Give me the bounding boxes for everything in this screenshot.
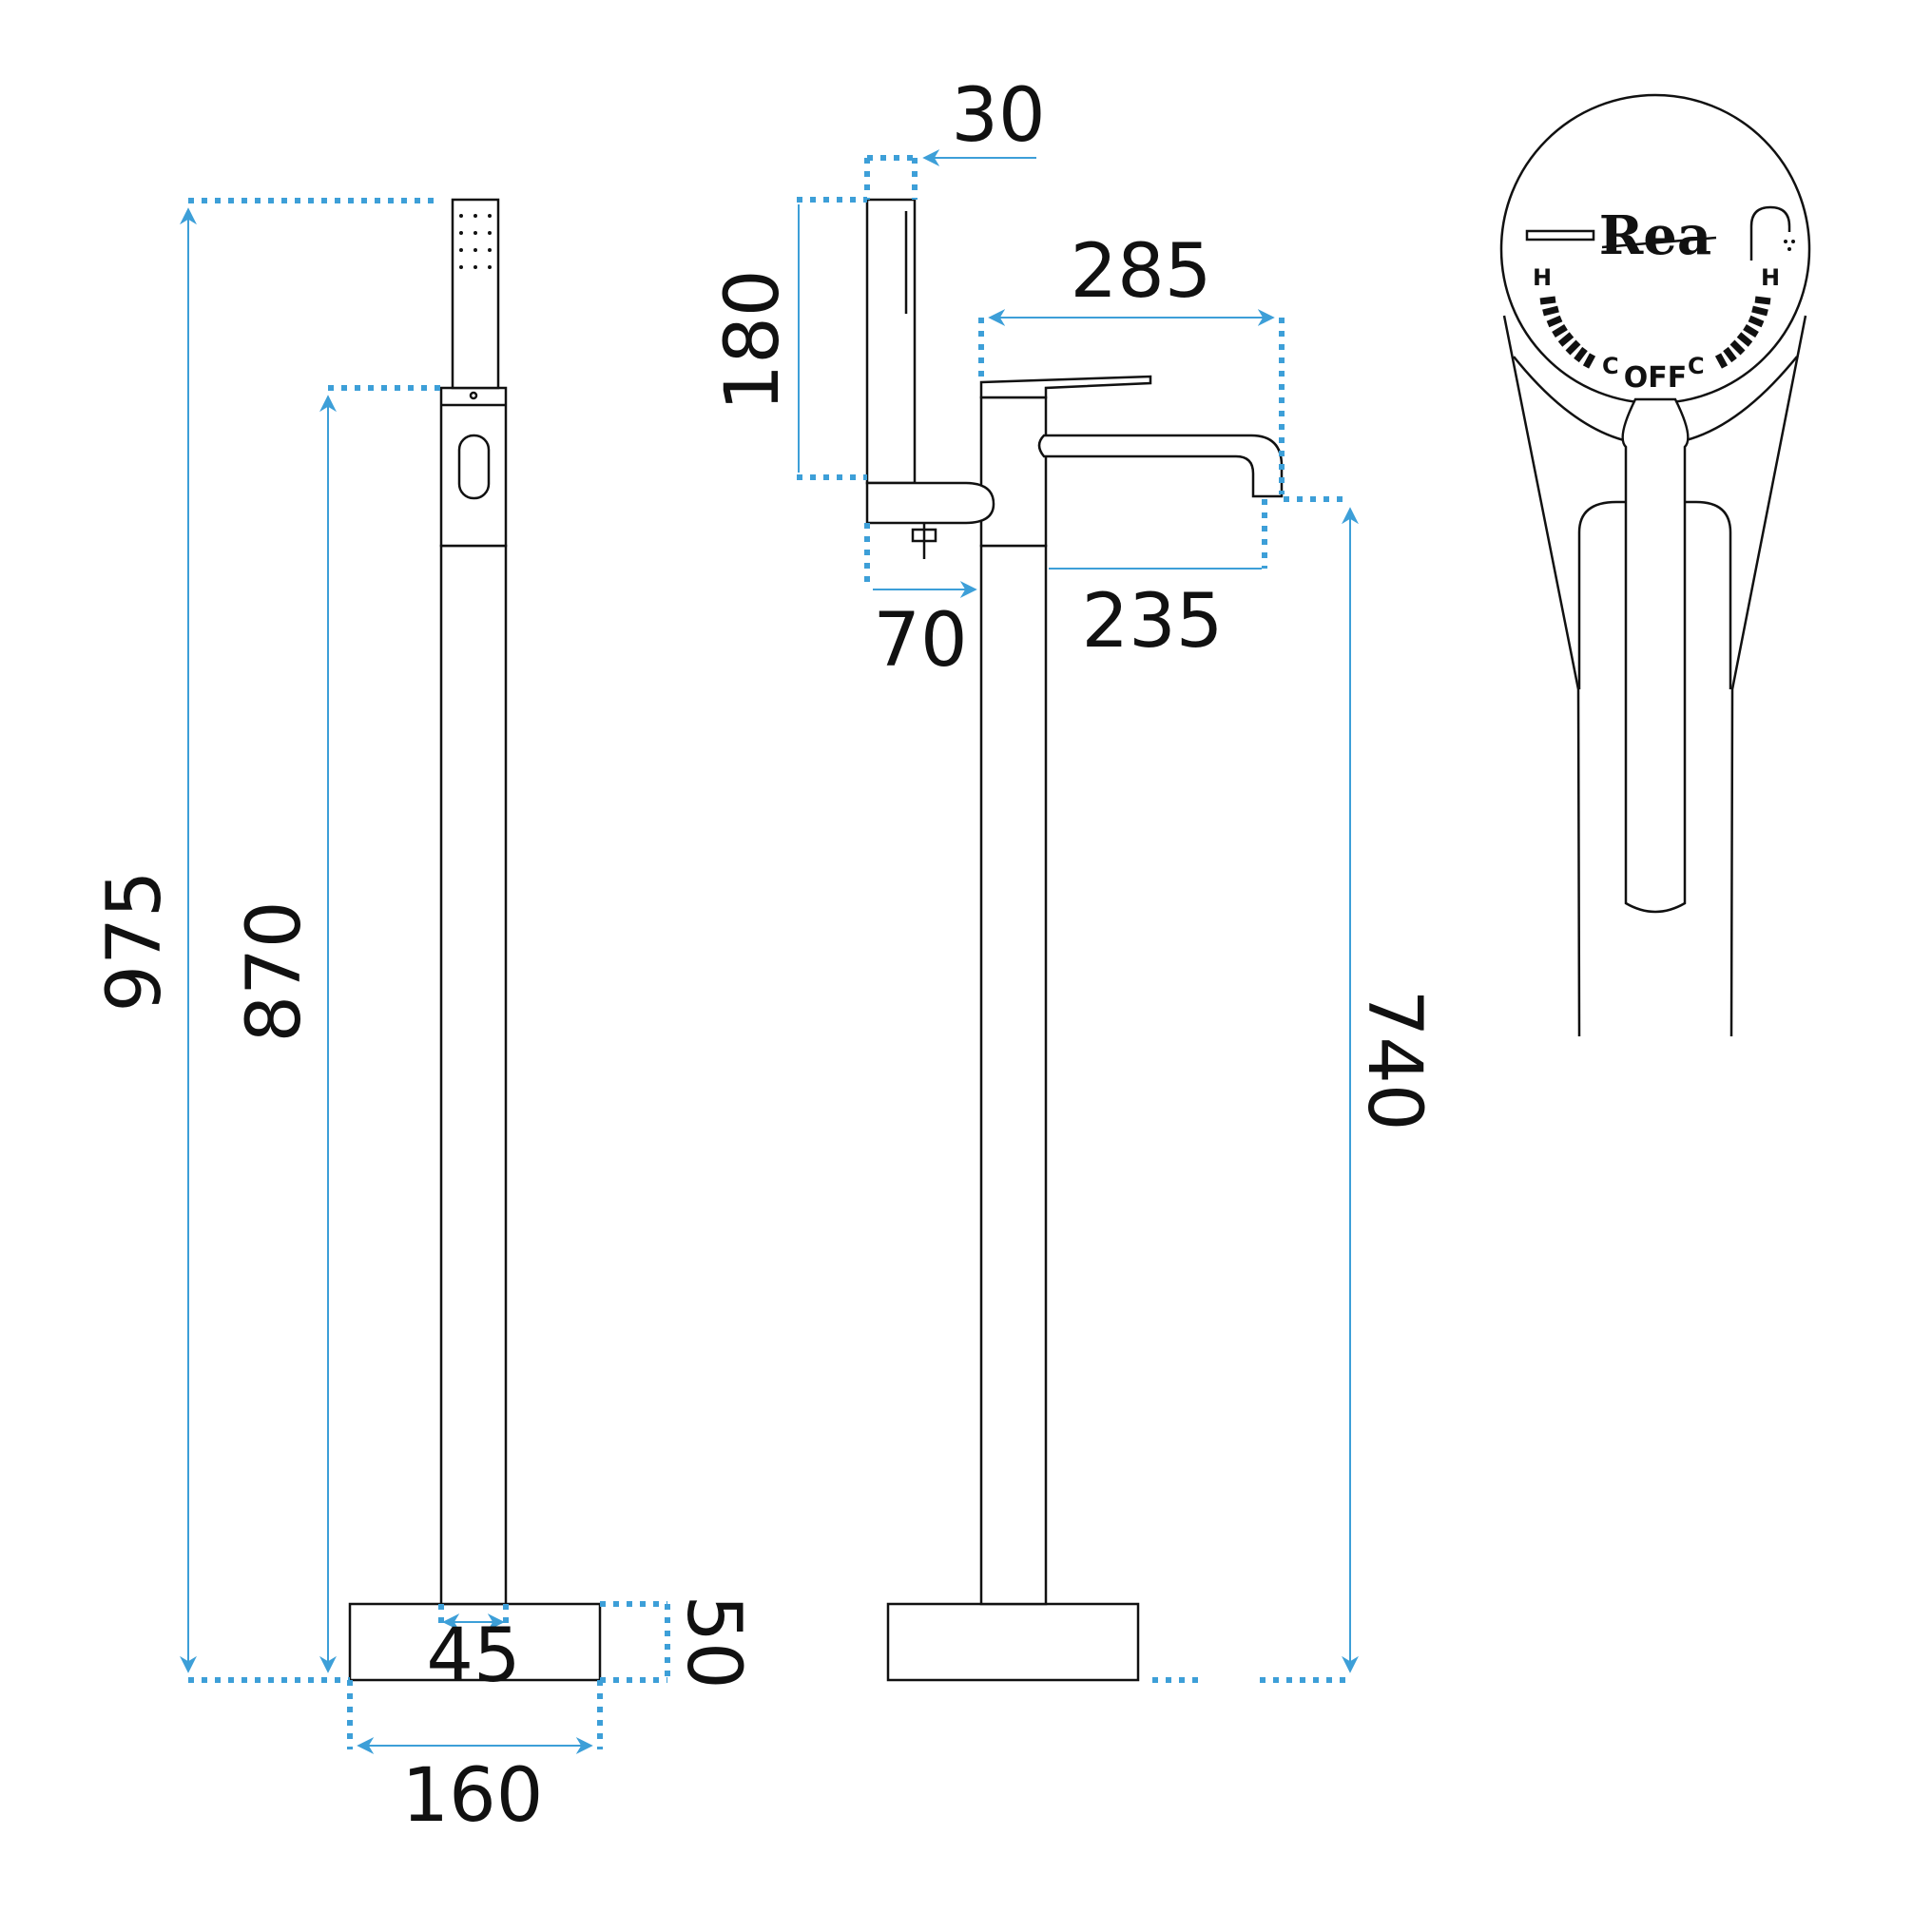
front-handset: [451, 198, 500, 390]
handle-detail: Rea H H C C OFF: [1499, 93, 1811, 1037]
label-45: 45: [426, 1613, 520, 1699]
dial-label-left-cold: C: [1602, 353, 1619, 379]
spout-icon-drops: [1784, 240, 1795, 251]
handle-body: [1502, 315, 1581, 1037]
handset-spray-holes: [459, 214, 492, 269]
front-view: [348, 198, 602, 1682]
front-pipe: [439, 544, 508, 1606]
dial-label-right-cold: C: [1688, 353, 1705, 379]
dimension-labels: 975 870 45 50 160 30 180 285 235 70 740: [92, 73, 1437, 1839]
side-handset: [865, 198, 917, 485]
label-50: 50: [670, 1594, 756, 1689]
side-pipe: [979, 544, 1048, 1606]
side-spout: [1037, 434, 1284, 498]
label-235: 235: [1082, 579, 1224, 665]
side-cradle: [865, 481, 995, 525]
handle-inner-slot: [1577, 500, 1732, 689]
side-lever: [979, 375, 1152, 399]
handle-lever: [1621, 397, 1690, 914]
label-70: 70: [873, 598, 967, 684]
shower-icon: [1525, 229, 1595, 242]
spout-icon: [1749, 205, 1791, 261]
dial-label-off: OFF: [1624, 361, 1688, 395]
dial-label-left-hot: H: [1533, 264, 1552, 291]
dial-label-right-hot: H: [1761, 264, 1780, 291]
front-body-upper: [439, 386, 508, 548]
label-180: 180: [710, 270, 796, 412]
label-870: 870: [232, 901, 318, 1043]
label-285: 285: [1071, 229, 1212, 315]
label-30: 30: [951, 73, 1045, 159]
side-view: [865, 198, 1284, 1682]
side-body: [979, 396, 1048, 548]
label-160: 160: [402, 1753, 544, 1839]
front-pin: [469, 391, 478, 400]
handle-body-right: [1729, 315, 1807, 1037]
side-base: [886, 1602, 1140, 1682]
front-handle-window: [457, 434, 491, 500]
dimension-lines: [180, 149, 1359, 1754]
brand-swash: [1601, 236, 1717, 249]
label-740: 740: [1351, 990, 1437, 1131]
dial-scale-left: [1539, 296, 1596, 369]
label-975: 975: [92, 871, 178, 1013]
dial-scale-right: [1714, 296, 1771, 369]
brand-logo: Rea: [1599, 204, 1711, 267]
